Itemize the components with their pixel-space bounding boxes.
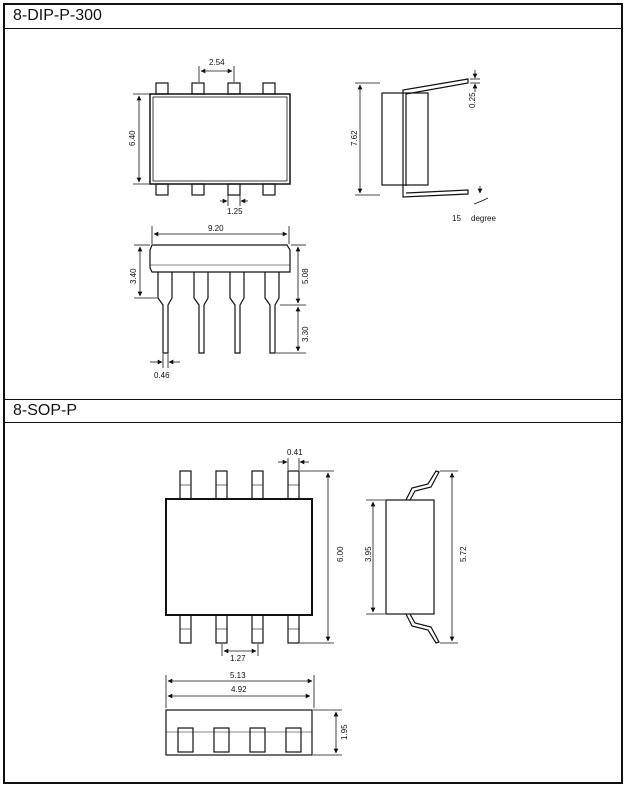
sop-total-width-label: 6.00 [336, 546, 345, 562]
dip-pitch-dimension [198, 66, 235, 82]
sop-length-total-dimension [165, 675, 315, 708]
sop-total-width-side-label: 5.72 [459, 546, 468, 562]
dip-body-width-label: 6.40 [128, 130, 137, 146]
sop-pitch-dimension [221, 644, 259, 656]
sop-height-dimension [313, 709, 342, 756]
section-header-sop: 8-SOP-P [5, 399, 621, 423]
dip-pin-width-label: 1.25 [227, 207, 243, 216]
dip-body-width-dimension [133, 93, 150, 185]
dip-pin-width-dimension [220, 195, 248, 206]
sop-lead-width-dimension [278, 458, 309, 470]
dip-length-dimension [151, 226, 290, 244]
dip-pin-1 [155, 82, 169, 95]
section-title-dip: 8-DIP-P-300 [13, 7, 102, 24]
sop-front-view [165, 709, 313, 756]
sop-end-view [385, 470, 440, 644]
sop-top-view [165, 470, 313, 644]
dip-lead-thickness-dimension [470, 70, 480, 92]
section-title-sop: 8-SOP-P [13, 402, 78, 419]
sop-length-body-label: 4.92 [231, 685, 247, 694]
drawing-frame: 8-DIP-P-300 8-SOP-P [3, 3, 623, 784]
dip-lead-330-label: 3.30 [301, 326, 310, 342]
sop-total-width-side-dimension [440, 470, 458, 644]
sop-lead-width-label: 0.41 [287, 448, 303, 457]
sop-total-width-dimension [300, 470, 334, 644]
dip-lead-width-label: 0.46 [154, 371, 170, 380]
sop-height-label: 1.95 [340, 724, 349, 740]
dip-end-view [381, 78, 469, 198]
dip-front-view [149, 244, 291, 354]
dip-span-dimension [355, 82, 380, 196]
dip-angle-marker [473, 186, 489, 205]
sop-body-width-dimension [366, 499, 385, 615]
dip-angle-value: 15 [452, 214, 461, 223]
dip-angle-unit: degree [471, 214, 496, 223]
sop-body-width-label: 3.95 [364, 546, 373, 562]
section-header-dip: 8-DIP-P-300 [5, 5, 621, 29]
dip-height-508-label: 5.08 [301, 268, 310, 284]
dip-top-view [149, 82, 291, 196]
dip-height-508-dimension [280, 244, 306, 306]
dip-lead-width-dimension [150, 354, 180, 368]
dip-span-label: 7.62 [350, 130, 359, 146]
dip-height-340-label: 3.40 [129, 268, 138, 284]
dip-height-340-dimension [134, 244, 157, 299]
sop-pitch-label: 1.27 [230, 654, 246, 663]
dip-length-label: 9.20 [208, 224, 224, 233]
dip-lead-thickness-label: 0.25 [468, 92, 477, 108]
sop-length-total-label: 5.13 [230, 671, 246, 680]
dip-pitch-label: 2.54 [209, 58, 225, 67]
dip-lead-330-dimension [276, 306, 306, 354]
